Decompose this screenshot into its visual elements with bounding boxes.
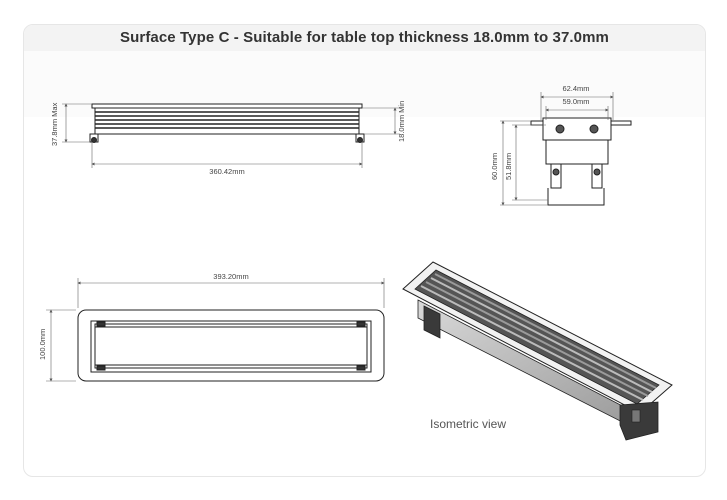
top-view xyxy=(77,309,385,382)
end-outer-width-label: 62.4mm xyxy=(562,84,589,93)
card-header: Surface Type C - Suitable for table top … xyxy=(24,25,705,51)
isometric-view xyxy=(402,261,673,441)
max-thickness-label: 37.8mm Max xyxy=(50,102,59,146)
end-inner-height-label: 51.8mm xyxy=(504,153,513,180)
isometric-view-label: Isometric view xyxy=(430,417,507,431)
end-view xyxy=(530,117,632,206)
side-length-label: 360.42mm xyxy=(209,167,244,176)
end-height-label: 60.0mm xyxy=(490,153,499,180)
side-view xyxy=(89,103,365,143)
drawing-title: Surface Type C - Suitable for table top … xyxy=(120,29,609,46)
end-inner-width-label: 59.0mm xyxy=(562,97,589,106)
side-view-dimensions xyxy=(62,103,400,168)
end-view-dimensions xyxy=(500,92,614,206)
top-length-label: 393.20mm xyxy=(213,272,248,281)
top-width-label: 100.0mm xyxy=(38,329,47,360)
top-view-dimensions xyxy=(46,278,385,382)
drawing-card: Surface Type C - Suitable for table top … xyxy=(23,24,706,477)
min-thickness-label: 18.0mm Min xyxy=(397,101,406,142)
